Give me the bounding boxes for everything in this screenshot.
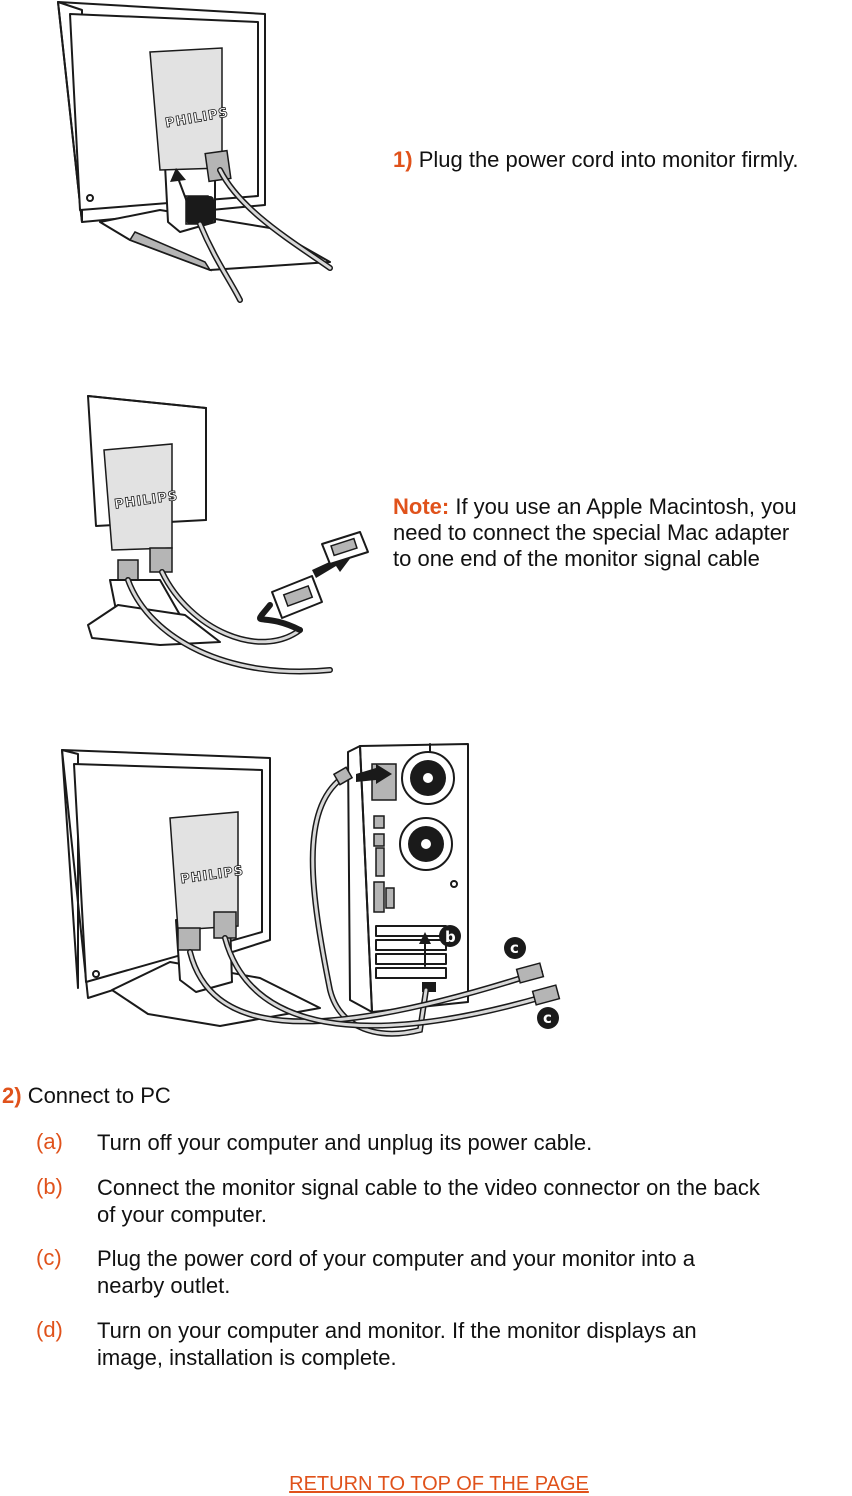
list-text-b-1: Connect the monitor signal cable to the … <box>97 1175 760 1200</box>
step2-heading: 2) Connect to PC <box>2 1083 171 1109</box>
callout-b-icon <box>439 925 461 947</box>
list-label-d: (d) <box>36 1317 63 1342</box>
callout-c-top-icon <box>504 937 526 959</box>
list-text-b-2: of your computer. <box>97 1202 267 1227</box>
step1-instruction: Plug the power cord into monitor firmly. <box>418 147 799 172</box>
mac-adapter-illustration: PHILIPS <box>87 395 369 675</box>
step2-title: Connect to PC <box>27 1083 171 1108</box>
callout-b-label: b <box>445 928 456 946</box>
list-label-a: (a) <box>36 1129 63 1154</box>
note-label: Note: <box>393 494 450 519</box>
monitor-power-cord-illustration: PHILIPS <box>57 1 333 303</box>
step1-text: 1) Plug the power cord into monitor firm… <box>393 147 852 173</box>
return-to-top-link[interactable]: RETURN TO TOP OF THE PAGE <box>289 1473 589 1495</box>
callout-c-bottom-label: c <box>543 1009 552 1027</box>
list-text-d-2: image, installation is complete. <box>97 1345 397 1370</box>
pc-connection-illustration: PHILIPS b c c <box>61 743 561 1037</box>
step1-number: 1) <box>393 147 413 172</box>
list-text-a-1: Turn off your computer and unplug its po… <box>97 1130 593 1155</box>
list-text-d-1: Turn on your computer and monitor. If th… <box>97 1318 697 1343</box>
callout-c-top-label: c <box>510 939 519 957</box>
list-text-c-1: Plug the power cord of your computer and… <box>97 1246 695 1271</box>
note-block: Note: If you use an Apple Macintosh, you… <box>393 494 852 572</box>
list-text-c-2: nearby outlet. <box>97 1273 231 1298</box>
callout-c-bottom-icon <box>537 1007 559 1029</box>
list-label-b: (b) <box>36 1174 63 1199</box>
note-line1: If you use an Apple Macintosh, you <box>455 494 797 519</box>
note-line3: to one end of the monitor signal cable <box>393 546 760 571</box>
list-label-c: (c) <box>36 1245 62 1270</box>
step2-number: 2) <box>2 1083 22 1108</box>
note-line2: need to connect the special Mac adapter <box>393 520 790 545</box>
